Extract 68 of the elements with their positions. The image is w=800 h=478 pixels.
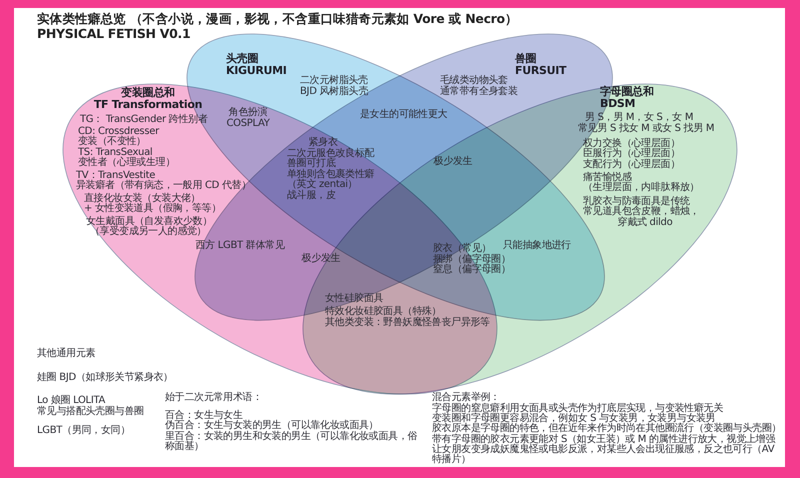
region-label: 窒息（偏字母圈） — [433, 264, 511, 275]
set-description: （享受变成另一人的感觉） — [90, 226, 206, 238]
set-description: 二次元树脂头壳 — [300, 74, 368, 86]
note-text: 里百合：女装的男生和女装的男生（可以靠化妆或面具，俗称面基） — [165, 432, 418, 452]
set-heading: 兽圈 — [514, 52, 536, 65]
region-label: 女性硅胶面具 — [325, 293, 384, 304]
region-label: 角色扮演 — [228, 107, 268, 118]
region-label: 极少发生 — [302, 253, 340, 264]
note-text: 常见与搭配头壳圈与兽圈 — [37, 406, 144, 417]
region-label: 只能抽象地进行 — [503, 240, 571, 251]
set-description: TS: TransSexual — [78, 146, 152, 158]
diagram-subtitle: PHYSICAL FETISH V0.1 — [37, 27, 190, 41]
set-description: TV：TransVestite — [76, 170, 156, 181]
region-label: 特效化妆硅胶面具（特殊） — [325, 306, 442, 317]
set-description: BJD 风树脂头壳 — [300, 86, 368, 97]
note-text: Lo 娘圈 LOLITA — [37, 395, 106, 406]
note-text: 百合：女生与女生 — [165, 410, 243, 421]
set-description: 男 S，男 M，女 S，女 M — [584, 112, 694, 123]
set-description: 毛绒类动物头套 — [440, 74, 508, 86]
region-label: 其他类变装：野兽妖魔怪兽丧尸异形等 — [325, 317, 490, 328]
region-label: 胶衣（常见） — [433, 243, 492, 254]
set-description: 变装（不变性） — [78, 136, 146, 148]
region-label: 二次元服色改良标配 — [287, 148, 374, 158]
set-heading: KIGURUMI — [226, 64, 287, 77]
region-label: 极少发生 — [434, 156, 472, 167]
region-label: 单独则含包裹类性癖 — [287, 168, 374, 180]
region-label: 兽圈可打底 — [287, 158, 336, 169]
note-heading: 其他通用元素 — [37, 348, 96, 359]
set-description: 支配行为（心理层面） — [582, 158, 680, 170]
region-label: COSPLAY — [226, 118, 270, 129]
set-description: 臣服行为（心理层面） — [582, 148, 680, 160]
set-description: TG： TransGender 跨性别者 — [80, 114, 208, 125]
set-description: 乳胶衣与防毒面具是传统 — [582, 196, 690, 207]
note-text: 伪百合：女生与女装的男生（可以靠化妆或面具） — [165, 421, 378, 432]
region-label: （英文 zentai） — [287, 179, 358, 190]
region-label: 紧身衣 — [308, 137, 338, 148]
set-heading: FURSUIT — [514, 64, 566, 77]
note-text: 胶衣原本是字母圈的特色，但在近年来作为时尚在其他圈流行（变装圈与头壳圈） — [432, 424, 782, 434]
set-description: 常见男 S 找女 M 或女 S 找男 M — [578, 122, 714, 134]
set-description: 常见道具包含皮鞭，蜡烛， — [582, 206, 700, 218]
region-label: 战斗服，皮 — [287, 190, 336, 200]
set-heading: 头壳圈 — [226, 52, 258, 65]
note-text: 字母圈的窒息癖利用女面具或头壳作为打底层实现，与变装性癖无关 — [432, 404, 724, 414]
note-text: 带有字母圈的胶衣元素更能对 S（如女王装）或 M 的属性进行放大，视觉上增强 — [432, 434, 776, 445]
set-description: 权力交换（心理层面） — [582, 138, 680, 149]
set-description: 痛苦愉悦感 — [582, 172, 632, 183]
set-description: 变性者（心理或生理） — [78, 157, 175, 168]
region-label: 捆绑（偏字母圈） — [433, 254, 511, 264]
note-heading: 始于二次元常用术语： — [165, 393, 264, 404]
note-text: 让女朋友变身成妖魔鬼怪或电影反派，对某些人会出现征服感，反之也可行（AV 特播片） — [432, 444, 776, 466]
set-description: CD: Crossdresser — [78, 126, 159, 137]
set-description: 通常带有全身套装 — [440, 86, 518, 97]
set-description: 异装癖者（带有病态，一般用 CD 代替） — [76, 180, 252, 192]
set-description: （生理层面，内啡肽释放） — [582, 182, 700, 194]
region-label: 西方 LGBT 群体常见 — [195, 240, 285, 251]
set-description: 女生戴面具（自发喜欢少数） — [86, 216, 212, 227]
diagram-title: 实体类性癖总览 （不含小说，漫画，影视，不含重口味猎奇元素如 Vore 或 Necro） — [37, 12, 518, 26]
set-description: 穿戴式 dildo — [618, 216, 672, 228]
set-description: 直接化妆女装（女装大佬） — [84, 192, 200, 204]
set-heading: TF Transformation — [94, 98, 202, 111]
set-heading: BDSM — [600, 98, 636, 110]
note-text: 娃圈 BJD（如球形关节紧身衣） — [37, 372, 173, 383]
note-heading: 混合元素举例： — [432, 393, 500, 403]
set-heading: 字母圈总和 — [600, 86, 654, 98]
set-description: + 女性变装道具（假胸，等等） — [84, 203, 222, 214]
region-label: 是女生的可能性更大 — [360, 109, 448, 120]
note-text: LGBT（男同，女同） — [37, 425, 130, 436]
set-heading: 变装圈总和 — [121, 86, 175, 99]
